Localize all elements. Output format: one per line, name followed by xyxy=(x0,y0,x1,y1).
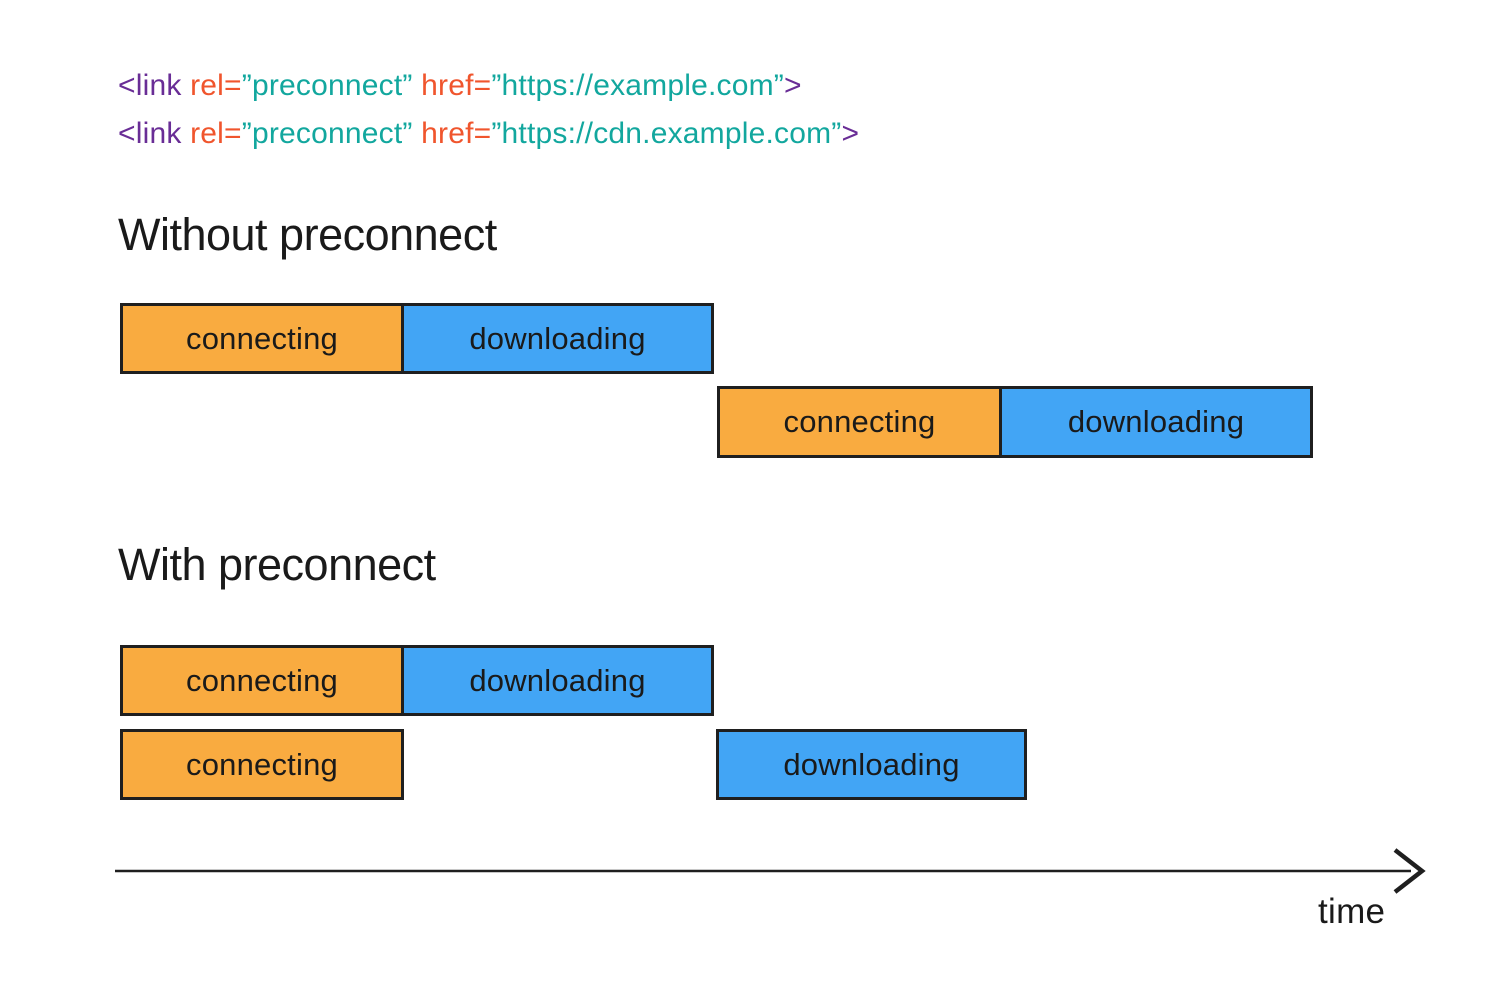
code-close-bracket: > xyxy=(841,117,860,150)
code-rel-attr: rel= xyxy=(190,69,242,102)
code-line-2: <link rel=”preconnect” href=”https://cdn… xyxy=(118,110,859,158)
without-request2-downloading-bar: downloading xyxy=(999,386,1313,458)
section-title-with-preconnect: With preconnect xyxy=(118,539,436,590)
with-request2-downloading-bar: downloading xyxy=(716,729,1027,800)
code-open-tag: <link xyxy=(118,117,182,150)
code-href-attr: href= xyxy=(421,69,492,102)
code-close-bracket: > xyxy=(784,69,802,102)
with-request1-downloading-bar: downloading xyxy=(401,645,714,716)
time-axis-label: time xyxy=(1318,892,1386,931)
section-title-without-preconnect: Without preconnect xyxy=(118,209,497,260)
code-line-1: <link rel=”preconnect” href=”https://exa… xyxy=(118,62,859,110)
code-href-value: ”https://cdn.example.com” xyxy=(491,117,842,150)
code-rel-value: ”preconnect” xyxy=(241,117,413,150)
code-href-value: ”https://example.com” xyxy=(491,69,784,102)
time-axis-arrow xyxy=(115,848,1426,894)
code-rel-value: ”preconnect” xyxy=(241,69,413,102)
with-request1-connecting-bar: connecting xyxy=(120,645,404,716)
code-href-attr: href= xyxy=(421,117,492,150)
without-request1-connecting-bar: connecting xyxy=(120,303,404,374)
without-request2-connecting-bar: connecting xyxy=(717,386,1002,458)
code-rel-attr: rel= xyxy=(190,117,242,150)
code-open-tag: <link xyxy=(118,69,182,102)
code-snippet: <link rel=”preconnect” href=”https://exa… xyxy=(118,62,859,158)
without-request1-downloading-bar: downloading xyxy=(401,303,714,374)
with-request2-connecting-bar: connecting xyxy=(120,729,404,800)
